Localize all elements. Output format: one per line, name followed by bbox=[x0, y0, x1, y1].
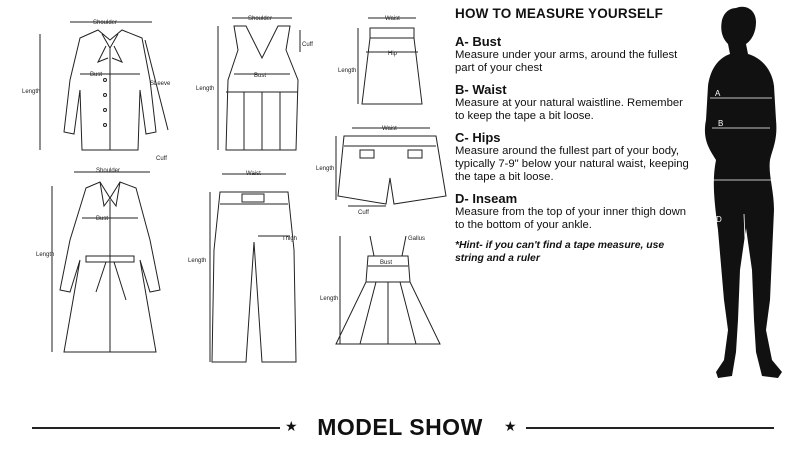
shirt-sleeve-label: SLeeve bbox=[150, 81, 171, 87]
shorts-length-label: Length bbox=[316, 166, 334, 172]
shorts-diagram: Waist Cuff Length bbox=[316, 126, 447, 216]
bust-section: A- Bust Measure under your arms, around … bbox=[455, 35, 695, 74]
skirt-length-label: Length bbox=[338, 68, 356, 74]
waist-section: B- Waist Measure at your natural waistli… bbox=[455, 83, 695, 122]
model-silhouette: A B C D bbox=[682, 0, 800, 390]
hips-section: C- Hips Measure around the fullest part … bbox=[455, 131, 695, 183]
guide-title: HOW TO MEASURE YOURSELF bbox=[455, 6, 664, 21]
shorts-cuff-label: Cuff bbox=[358, 210, 369, 216]
hips-text: Measure around the fullest part of your … bbox=[455, 145, 689, 183]
skirt-waist-label: Waist bbox=[385, 16, 400, 22]
coat-shoulder-label: Shoulder bbox=[96, 168, 120, 174]
shirt-length-label: Length bbox=[22, 89, 40, 95]
bust-heading: A- Bust bbox=[455, 34, 502, 49]
left-star-icon: ★ bbox=[285, 418, 298, 434]
shirt-cuff-label: Cuff bbox=[156, 156, 167, 162]
measurement-guide: HOW TO MEASURE YOURSELF A- Bust Measure … bbox=[455, 6, 695, 276]
right-rule bbox=[526, 427, 774, 429]
coat-diagram: Shoulder Bust Length bbox=[36, 168, 161, 353]
shirt-shoulder-label: Shoulder bbox=[93, 20, 117, 26]
hips-heading: C- Hips bbox=[455, 130, 501, 146]
vest-cuff-label: Cuff bbox=[302, 42, 313, 48]
pants-thigh-label: Thigh bbox=[282, 236, 297, 242]
coat-bust-label: Bust bbox=[96, 216, 108, 222]
inseam-heading: D- Inseam bbox=[455, 191, 518, 207]
garment-drawings: Shoulder Bust SLeeve Length Cuff Shoulde… bbox=[22, 16, 447, 363]
marker-b: B bbox=[718, 119, 723, 128]
coat-length-label: Length bbox=[36, 252, 54, 258]
vest-length-label: Length bbox=[196, 86, 214, 92]
waist-heading: B- Waist bbox=[455, 82, 507, 98]
dress-bust-label: Bust bbox=[380, 260, 392, 266]
shirt-bust-label: Bust bbox=[90, 72, 102, 78]
left-rule bbox=[32, 427, 280, 429]
right-star-icon: ★ bbox=[504, 418, 517, 434]
vest-shoulder-label: Shoulder bbox=[248, 16, 272, 22]
measure-hint: *Hint- if you can't find a tape measure,… bbox=[455, 240, 665, 264]
shirt-diagram: Shoulder Bust SLeeve Length Cuff bbox=[22, 20, 171, 162]
model-show-title: MODEL SHOW bbox=[317, 414, 483, 440]
garment-diagrams: Shoulder Bust SLeeve Length Cuff Shoulde… bbox=[0, 0, 450, 380]
vest-bust-label: Bust bbox=[254, 73, 266, 79]
pants-waist-label: Waist bbox=[246, 171, 261, 177]
model-show-banner: ★ MODEL SHOW ★ bbox=[0, 405, 800, 445]
dress-gallus-label: Gallus bbox=[408, 236, 425, 242]
pants-diagram: Waist Thigh Length bbox=[188, 171, 297, 363]
silhouette-drawing: A B C D bbox=[698, 6, 782, 379]
marker-d: D bbox=[716, 215, 722, 224]
waist-text: Measure at your natural waistline. Remem… bbox=[455, 97, 683, 122]
pants-length-label: Length bbox=[188, 258, 206, 264]
marker-a: A bbox=[715, 89, 721, 98]
marker-c: C bbox=[698, 171, 704, 180]
skirt-hip-label: Hip bbox=[388, 51, 398, 57]
vest-diagram: Shoulder Bust Cuff Length bbox=[196, 16, 313, 151]
dress-length-label: Length bbox=[320, 296, 338, 302]
inseam-text: Measure from the top of your inner thigh… bbox=[455, 206, 687, 231]
skirt-diagram: Waist Hip Length bbox=[338, 16, 423, 105]
bust-text: Measure under your arms, around the full… bbox=[455, 49, 678, 74]
shorts-waist-label: Waist bbox=[382, 126, 397, 132]
dress-diagram: Gallus Bust Length bbox=[320, 235, 441, 345]
inseam-section: D- Inseam Measure from the top of your i… bbox=[455, 192, 695, 231]
